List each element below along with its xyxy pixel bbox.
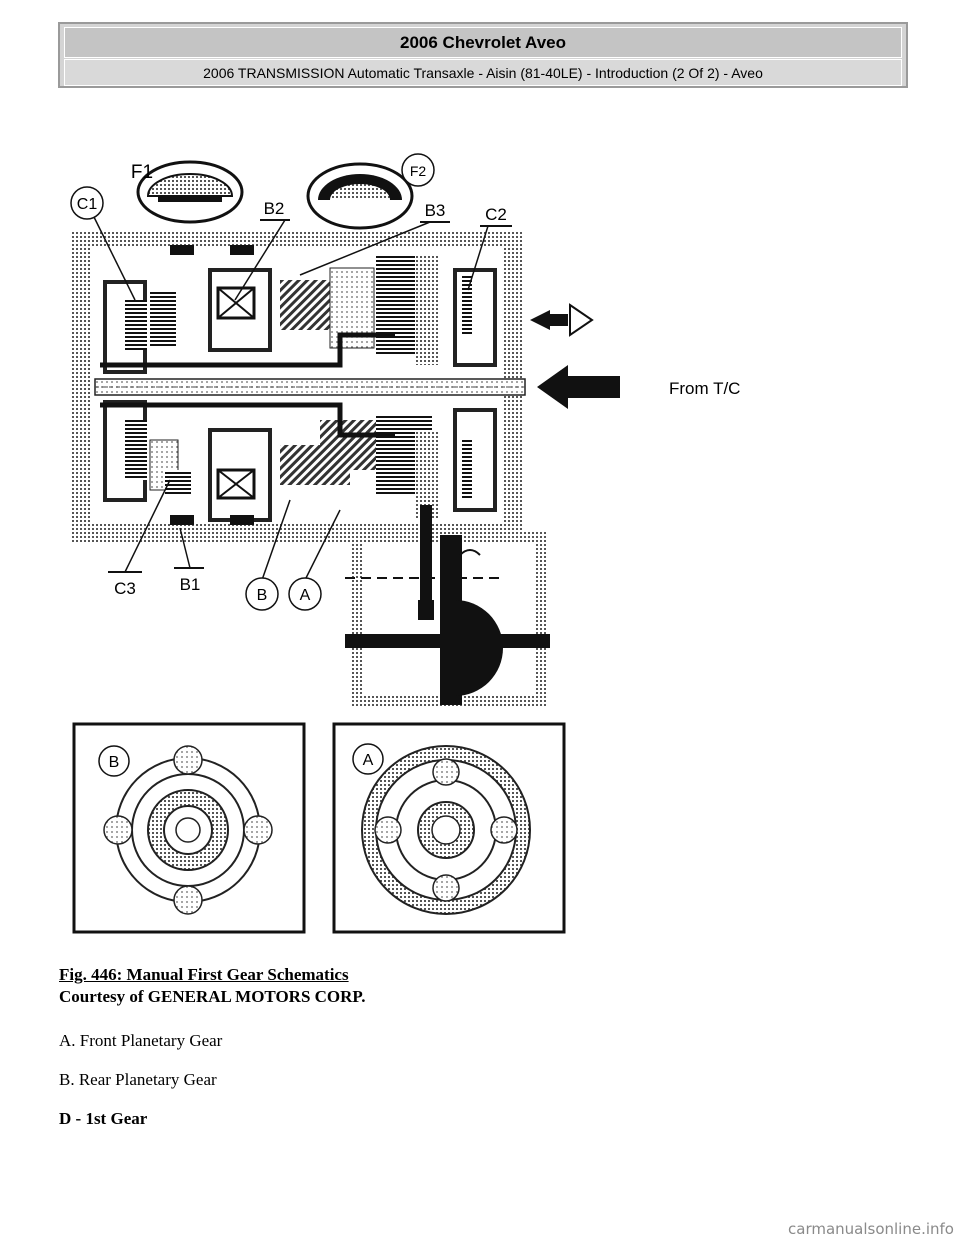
schematic-labels: C1 F1 F2 B2 B3 C2 From T/C C3 B1 B A <box>70 153 740 611</box>
legend-item-a: A. Front Planetary Gear <box>59 1031 223 1050</box>
label-circle-b <box>245 577 279 611</box>
watermark: carmanualsonline.info <box>788 1220 954 1238</box>
upper-clutch-pack <box>100 245 497 374</box>
label-c1: C1 <box>77 196 98 213</box>
label-c2: C2 <box>485 205 507 224</box>
label-circle-a <box>288 577 322 611</box>
header-title: 2006 Chevrolet Aveo <box>64 27 902 58</box>
label-b1: B1 <box>180 575 201 594</box>
legend-item-b: B. Rear Planetary Gear <box>59 1070 217 1089</box>
input-shaft <box>94 378 526 396</box>
detail-label-b: B <box>109 754 120 771</box>
differential <box>345 535 550 705</box>
planetary-detail-a: A <box>332 722 566 934</box>
header-subtitle: 2006 TRANSMISSION Automatic Transaxle - … <box>64 59 902 86</box>
lower-clutch-pack <box>100 400 497 620</box>
figure-title: Fig. 446: Manual First Gear Schematics <box>59 965 349 984</box>
courtesy-line: Courtesy of GENERAL MOTORS CORP. <box>59 987 366 1006</box>
label-f1: F1 <box>131 162 153 183</box>
flow-arrow-small-icon <box>530 303 594 337</box>
page-header: 2006 Chevrolet Aveo 2006 TRANSMISSION Au… <box>58 22 908 88</box>
label-b2: B2 <box>264 199 285 218</box>
label-f2: F2 <box>410 163 427 179</box>
flow-arrow-from-tc-icon <box>537 365 620 409</box>
label-circle-f2 <box>401 153 435 187</box>
label-c3: C3 <box>114 579 136 598</box>
transmission-schematic: C1 F1 F2 B2 B3 C2 From T/C C3 B1 B A B <box>70 153 740 934</box>
figure-caption: Fig. 446: Manual First Gear Schematics C… <box>59 964 759 1130</box>
label-b: B <box>257 587 268 604</box>
label-a: A <box>300 587 311 604</box>
planetary-detail-b: B <box>72 722 306 934</box>
callout-leaders <box>91 212 489 581</box>
one-way-clutch-f1 <box>136 160 244 224</box>
label-from-tc: From T/C <box>669 379 740 398</box>
label-b3: B3 <box>425 201 446 220</box>
detail-label-a: A <box>363 752 374 769</box>
section-heading: D - 1st Gear <box>59 1109 148 1128</box>
label-circle-c1 <box>70 186 104 220</box>
one-way-clutch-f2 <box>306 162 414 230</box>
